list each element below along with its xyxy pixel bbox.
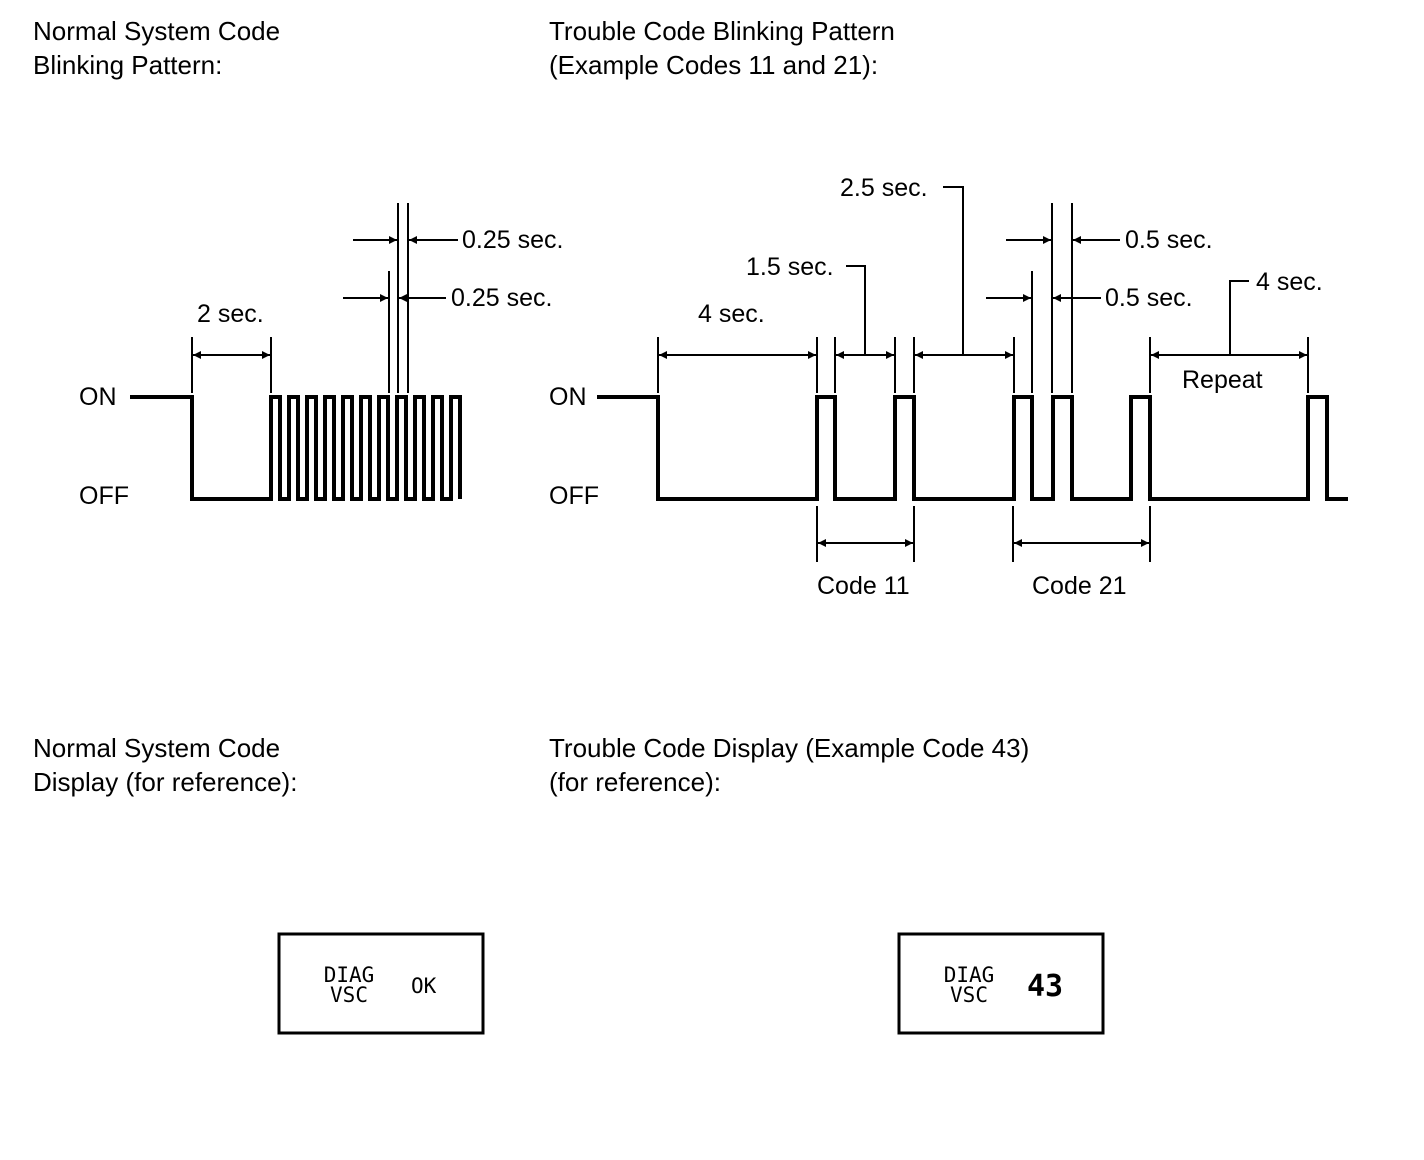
dim-0-5sec-on-label: 0.5 sec.: [1125, 226, 1213, 254]
dimension-4sec-repeat: [1149, 280, 1309, 393]
heading-line: Normal System Code: [33, 16, 281, 46]
dim-2-5sec-label: 2.5 sec.: [840, 174, 928, 202]
display-vsc-label: VSC: [950, 983, 988, 1007]
off-label: OFF: [549, 482, 599, 510]
heading-line: Normal System Code: [33, 733, 281, 763]
display-frame: [277, 932, 485, 1035]
display-diag-label: DIAG: [324, 963, 375, 987]
dimension-0-5sec-off: [986, 271, 1101, 393]
trouble-waveform: [597, 395, 1348, 501]
code-21-label: Code 21: [1032, 572, 1127, 600]
on-label: ON: [549, 383, 587, 411]
dim-4sec-repeat-label: 4 sec.: [1256, 268, 1323, 296]
dimension-2sec: [191, 337, 272, 393]
heading-line: (for reference):: [549, 767, 721, 797]
dim-0-5sec-off-label: 0.5 sec.: [1105, 284, 1193, 312]
dim-off-gap-label: 0.25 sec.: [451, 284, 552, 312]
on-label: ON: [79, 383, 117, 411]
dim-1-5sec-label: 1.5 sec.: [746, 253, 834, 281]
heading-line: Trouble Code Blinking Pattern: [549, 16, 895, 46]
display-diag-label: DIAG: [944, 963, 995, 987]
off-label: OFF: [79, 482, 129, 510]
normal-display-panel: DIAG VSC OK: [277, 932, 485, 1035]
heading-line: (Example Codes 11 and 21):: [549, 50, 879, 80]
dim-2sec-label: 2 sec.: [197, 300, 264, 328]
dimension-1-5sec: [834, 265, 896, 393]
display-frame: [897, 932, 1105, 1035]
display-value: OK: [411, 974, 437, 998]
code-11-label: Code 11: [817, 572, 910, 600]
code-21-bracket: [1012, 506, 1151, 562]
heading-line: Display (for reference):: [33, 767, 298, 797]
heading-line: Blinking Pattern:: [33, 50, 223, 80]
heading-line: Trouble Code Display (Example Code 43): [549, 733, 1030, 763]
heading-trouble-blinking-pattern: Trouble Code Blinking Pattern (Example Co…: [549, 14, 895, 82]
display-vsc-label: VSC: [330, 983, 368, 1007]
heading-trouble-display: Trouble Code Display (Example Code 43) (f…: [549, 731, 1029, 799]
dimension-off-gap: [343, 271, 446, 393]
dimension-4sec-start: [657, 337, 818, 393]
dim-on-pulse-label: 0.25 sec.: [462, 226, 563, 254]
normal-waveform: [130, 395, 462, 501]
display-value: 43: [1027, 969, 1063, 1004]
dimension-2-5sec: [913, 186, 1015, 393]
code-11-bracket: [816, 506, 915, 562]
normal-blink-diagram: ON OFF 2 sec. 0.25 sec. 0.25 sec.: [79, 203, 563, 510]
trouble-blink-diagram: ON OFF 4 sec. 1.5 sec. 2.5 sec.: [549, 174, 1348, 600]
repeat-label: Repeat: [1182, 366, 1263, 394]
trouble-display-panel: DIAG VSC 43: [897, 932, 1105, 1035]
dim-4sec-label: 4 sec.: [698, 300, 765, 328]
